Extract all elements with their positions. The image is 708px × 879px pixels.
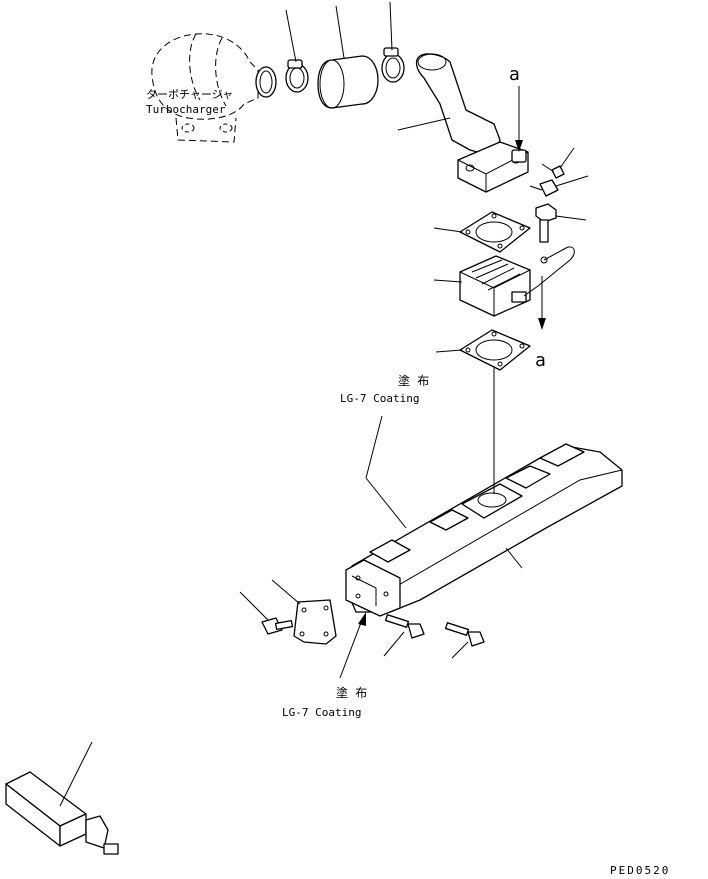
drawing-code: PED0520 xyxy=(610,864,670,877)
gasket-upper xyxy=(459,211,531,253)
turbo-outlet-ring xyxy=(255,66,277,98)
small-bolt-right xyxy=(541,163,565,179)
intake-heater xyxy=(459,246,575,317)
socket-tool xyxy=(5,771,119,855)
manifold-bolt-2 xyxy=(444,622,485,647)
coating-label-upper-en: LG-7 Coating xyxy=(340,392,419,405)
reference-mark-a-top: a xyxy=(509,64,520,85)
hose-clamp-1 xyxy=(285,59,309,93)
coating-label-upper-jp: 塗 布 xyxy=(398,373,429,388)
ref-arrow-top xyxy=(515,86,523,152)
turbocharger xyxy=(151,33,259,143)
coating-label-lower-jp: 塗 布 xyxy=(336,685,367,700)
air-connector-elbow xyxy=(415,53,529,193)
manifold-bolt-1 xyxy=(384,614,425,639)
plate-bolt xyxy=(261,617,294,635)
coating-arrow-lower xyxy=(339,612,366,679)
leader-lines xyxy=(59,1,589,807)
hose-clamp-2 xyxy=(381,47,405,83)
reference-mark-a-bottom: a xyxy=(535,350,546,371)
long-bolt xyxy=(535,203,557,243)
coating-label-lower-en: LG-7 Coating xyxy=(282,706,361,719)
intake-manifold xyxy=(345,443,623,617)
gasket-lower xyxy=(459,329,531,371)
connector-hose xyxy=(317,55,379,109)
turbocharger-label-en: Turbocharger xyxy=(146,103,226,116)
cover-plate xyxy=(293,599,337,645)
plug-bolt xyxy=(529,179,559,197)
ref-arrow-bottom xyxy=(538,276,546,330)
turbocharger-label-jp: ターボチャージャ xyxy=(146,88,233,101)
